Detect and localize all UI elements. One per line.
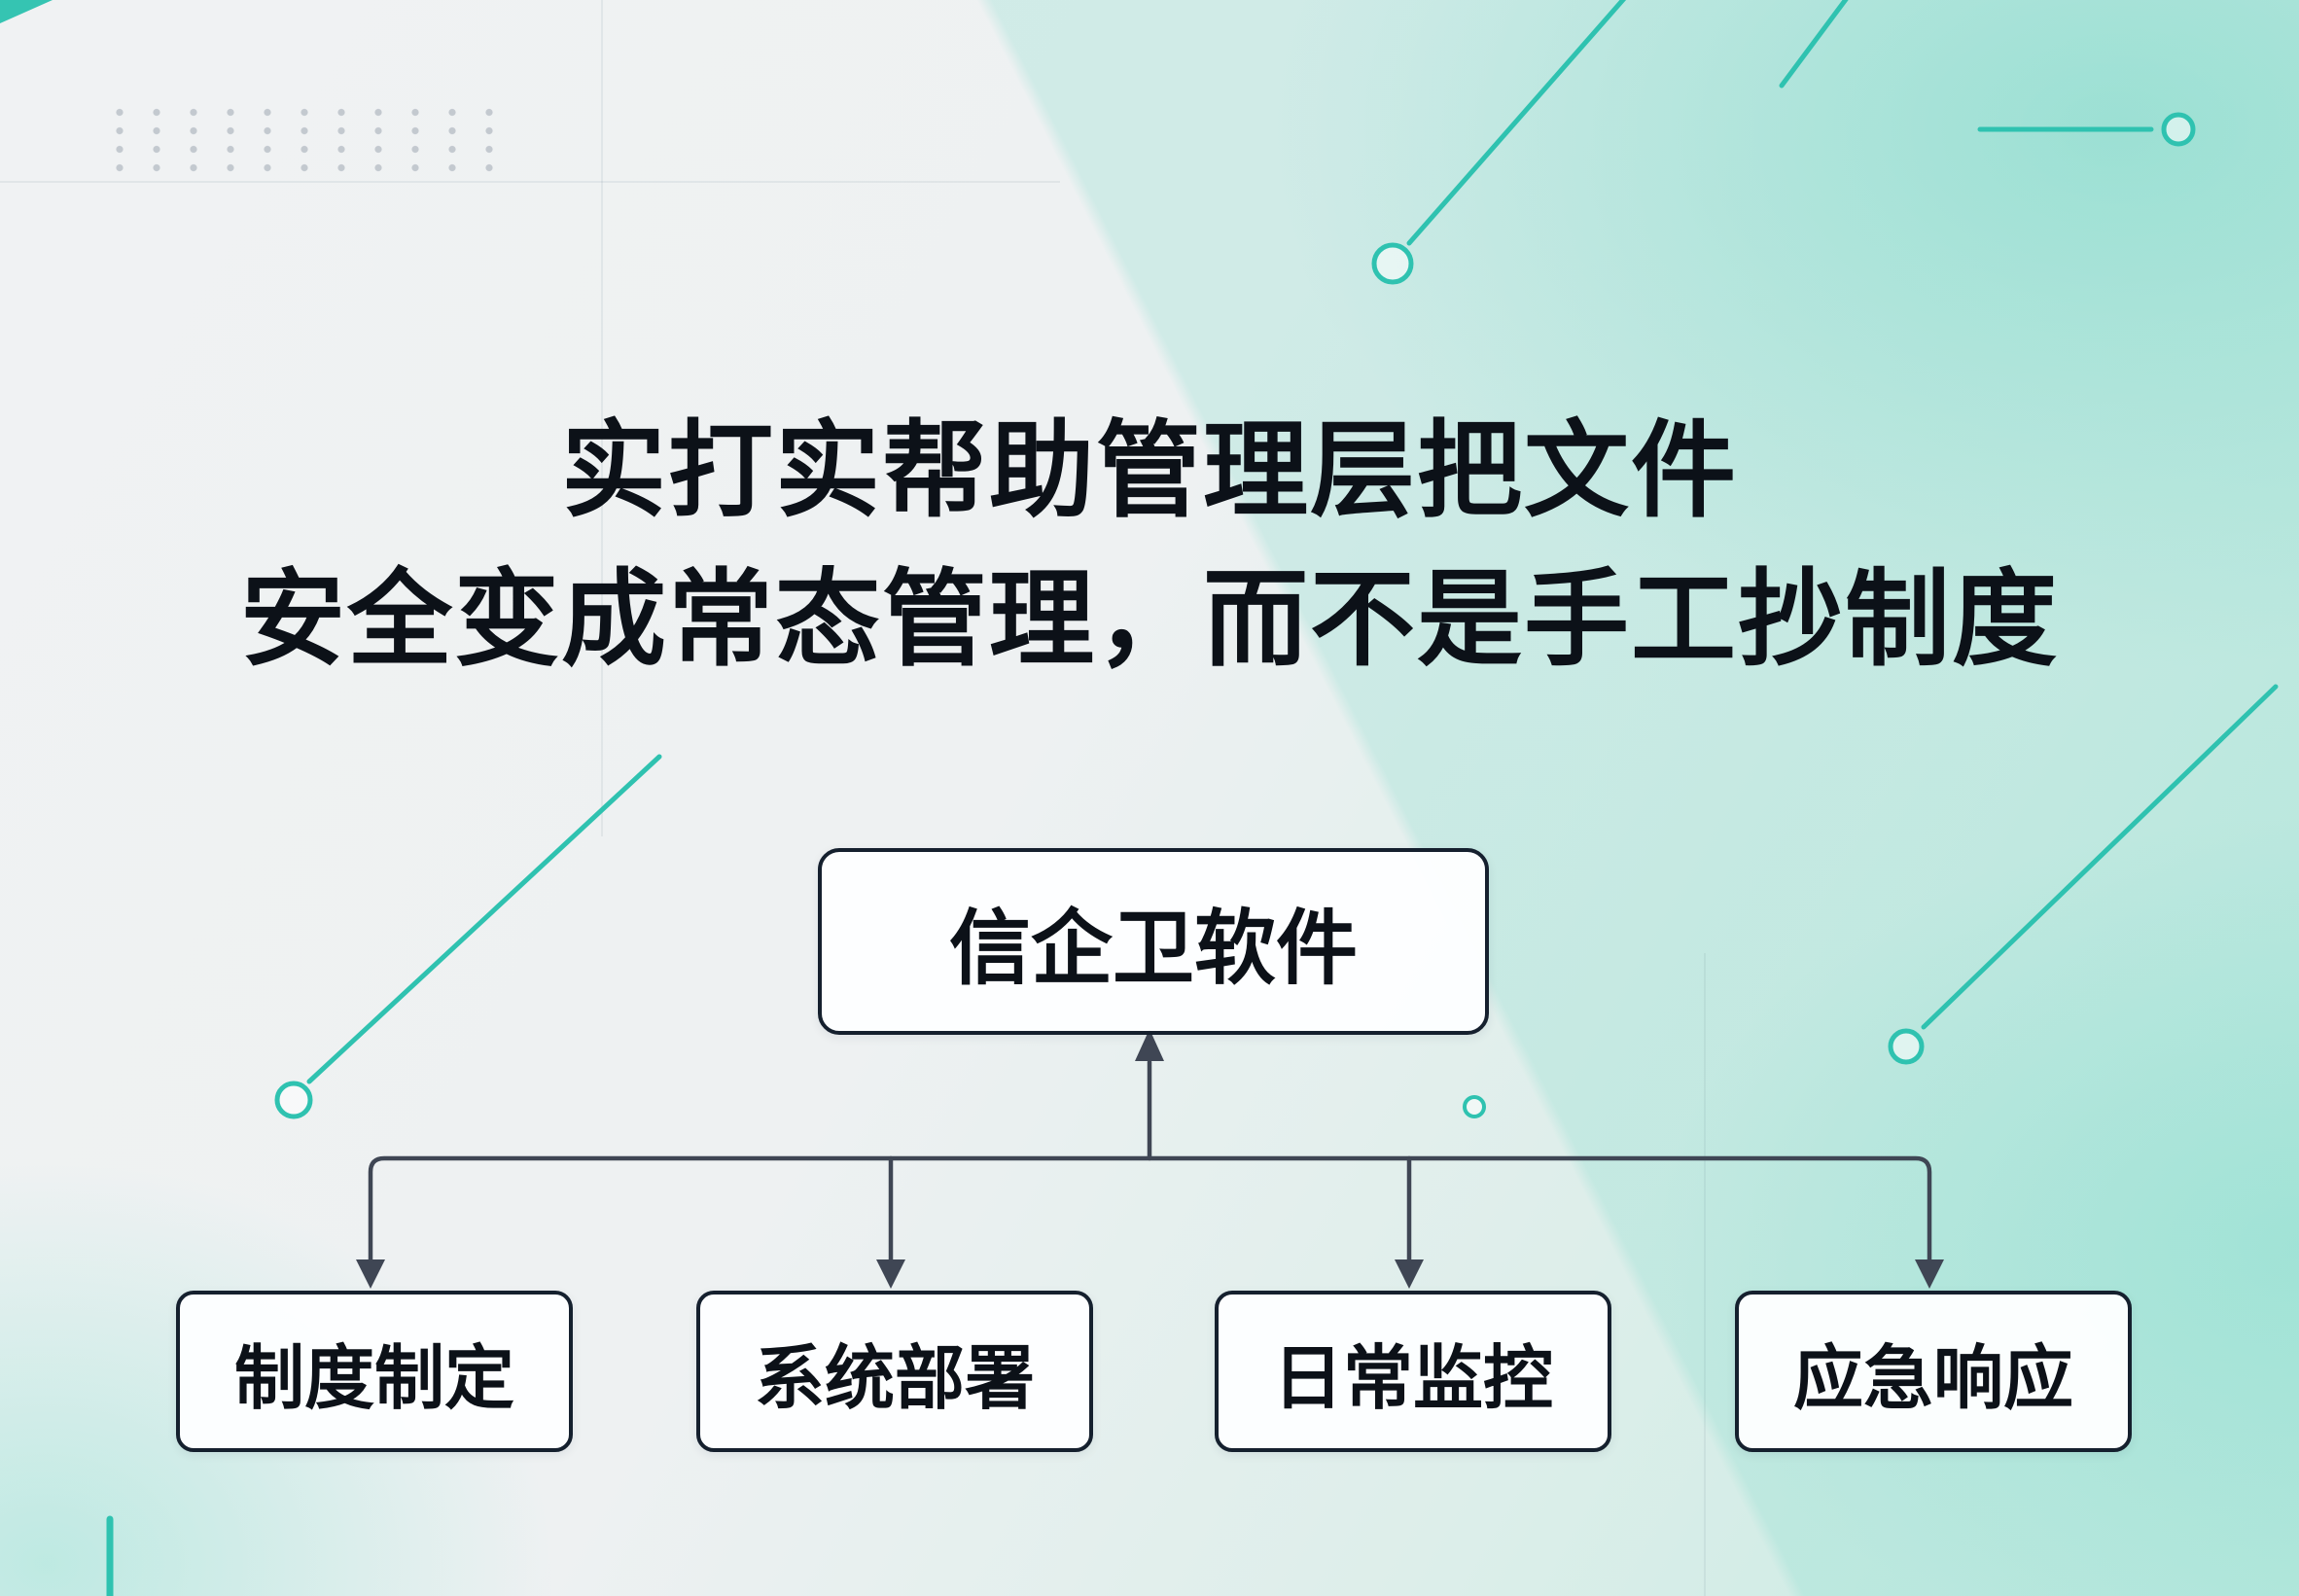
title-line-1: 实打实帮助管理层把文件 bbox=[560, 410, 1738, 532]
diagram-node-child-4: 应急响应 bbox=[1735, 1291, 2132, 1452]
faint-grid-line-horizontal bbox=[0, 181, 1060, 183]
diagram-node-child-3: 日常监控 bbox=[1215, 1291, 1611, 1452]
page-title: 实打实帮助管理层把文件 安全变成常态管理，而不是手工抄制度 bbox=[0, 397, 2299, 695]
child-node-label: 应急响应 bbox=[1792, 1336, 2073, 1419]
dot-grid-pattern bbox=[101, 103, 510, 177]
child-node-label: 系统部署 bbox=[754, 1336, 1035, 1419]
faint-grid-line-vertical bbox=[601, 0, 603, 836]
child-node-label: 制度制定 bbox=[233, 1336, 514, 1419]
diagram-node-child-2: 系统部署 bbox=[696, 1291, 1093, 1452]
diagram-node-child-1: 制度制定 bbox=[176, 1291, 573, 1452]
faint-grid-line-vertical-2 bbox=[1704, 953, 1706, 1596]
title-line-2: 安全变成常态管理，而不是手工抄制度 bbox=[239, 559, 2059, 682]
child-node-label: 日常监控 bbox=[1272, 1336, 1553, 1419]
root-node-label: 信企卫软件 bbox=[948, 900, 1358, 996]
diagram-node-root: 信企卫软件 bbox=[818, 848, 1489, 1035]
